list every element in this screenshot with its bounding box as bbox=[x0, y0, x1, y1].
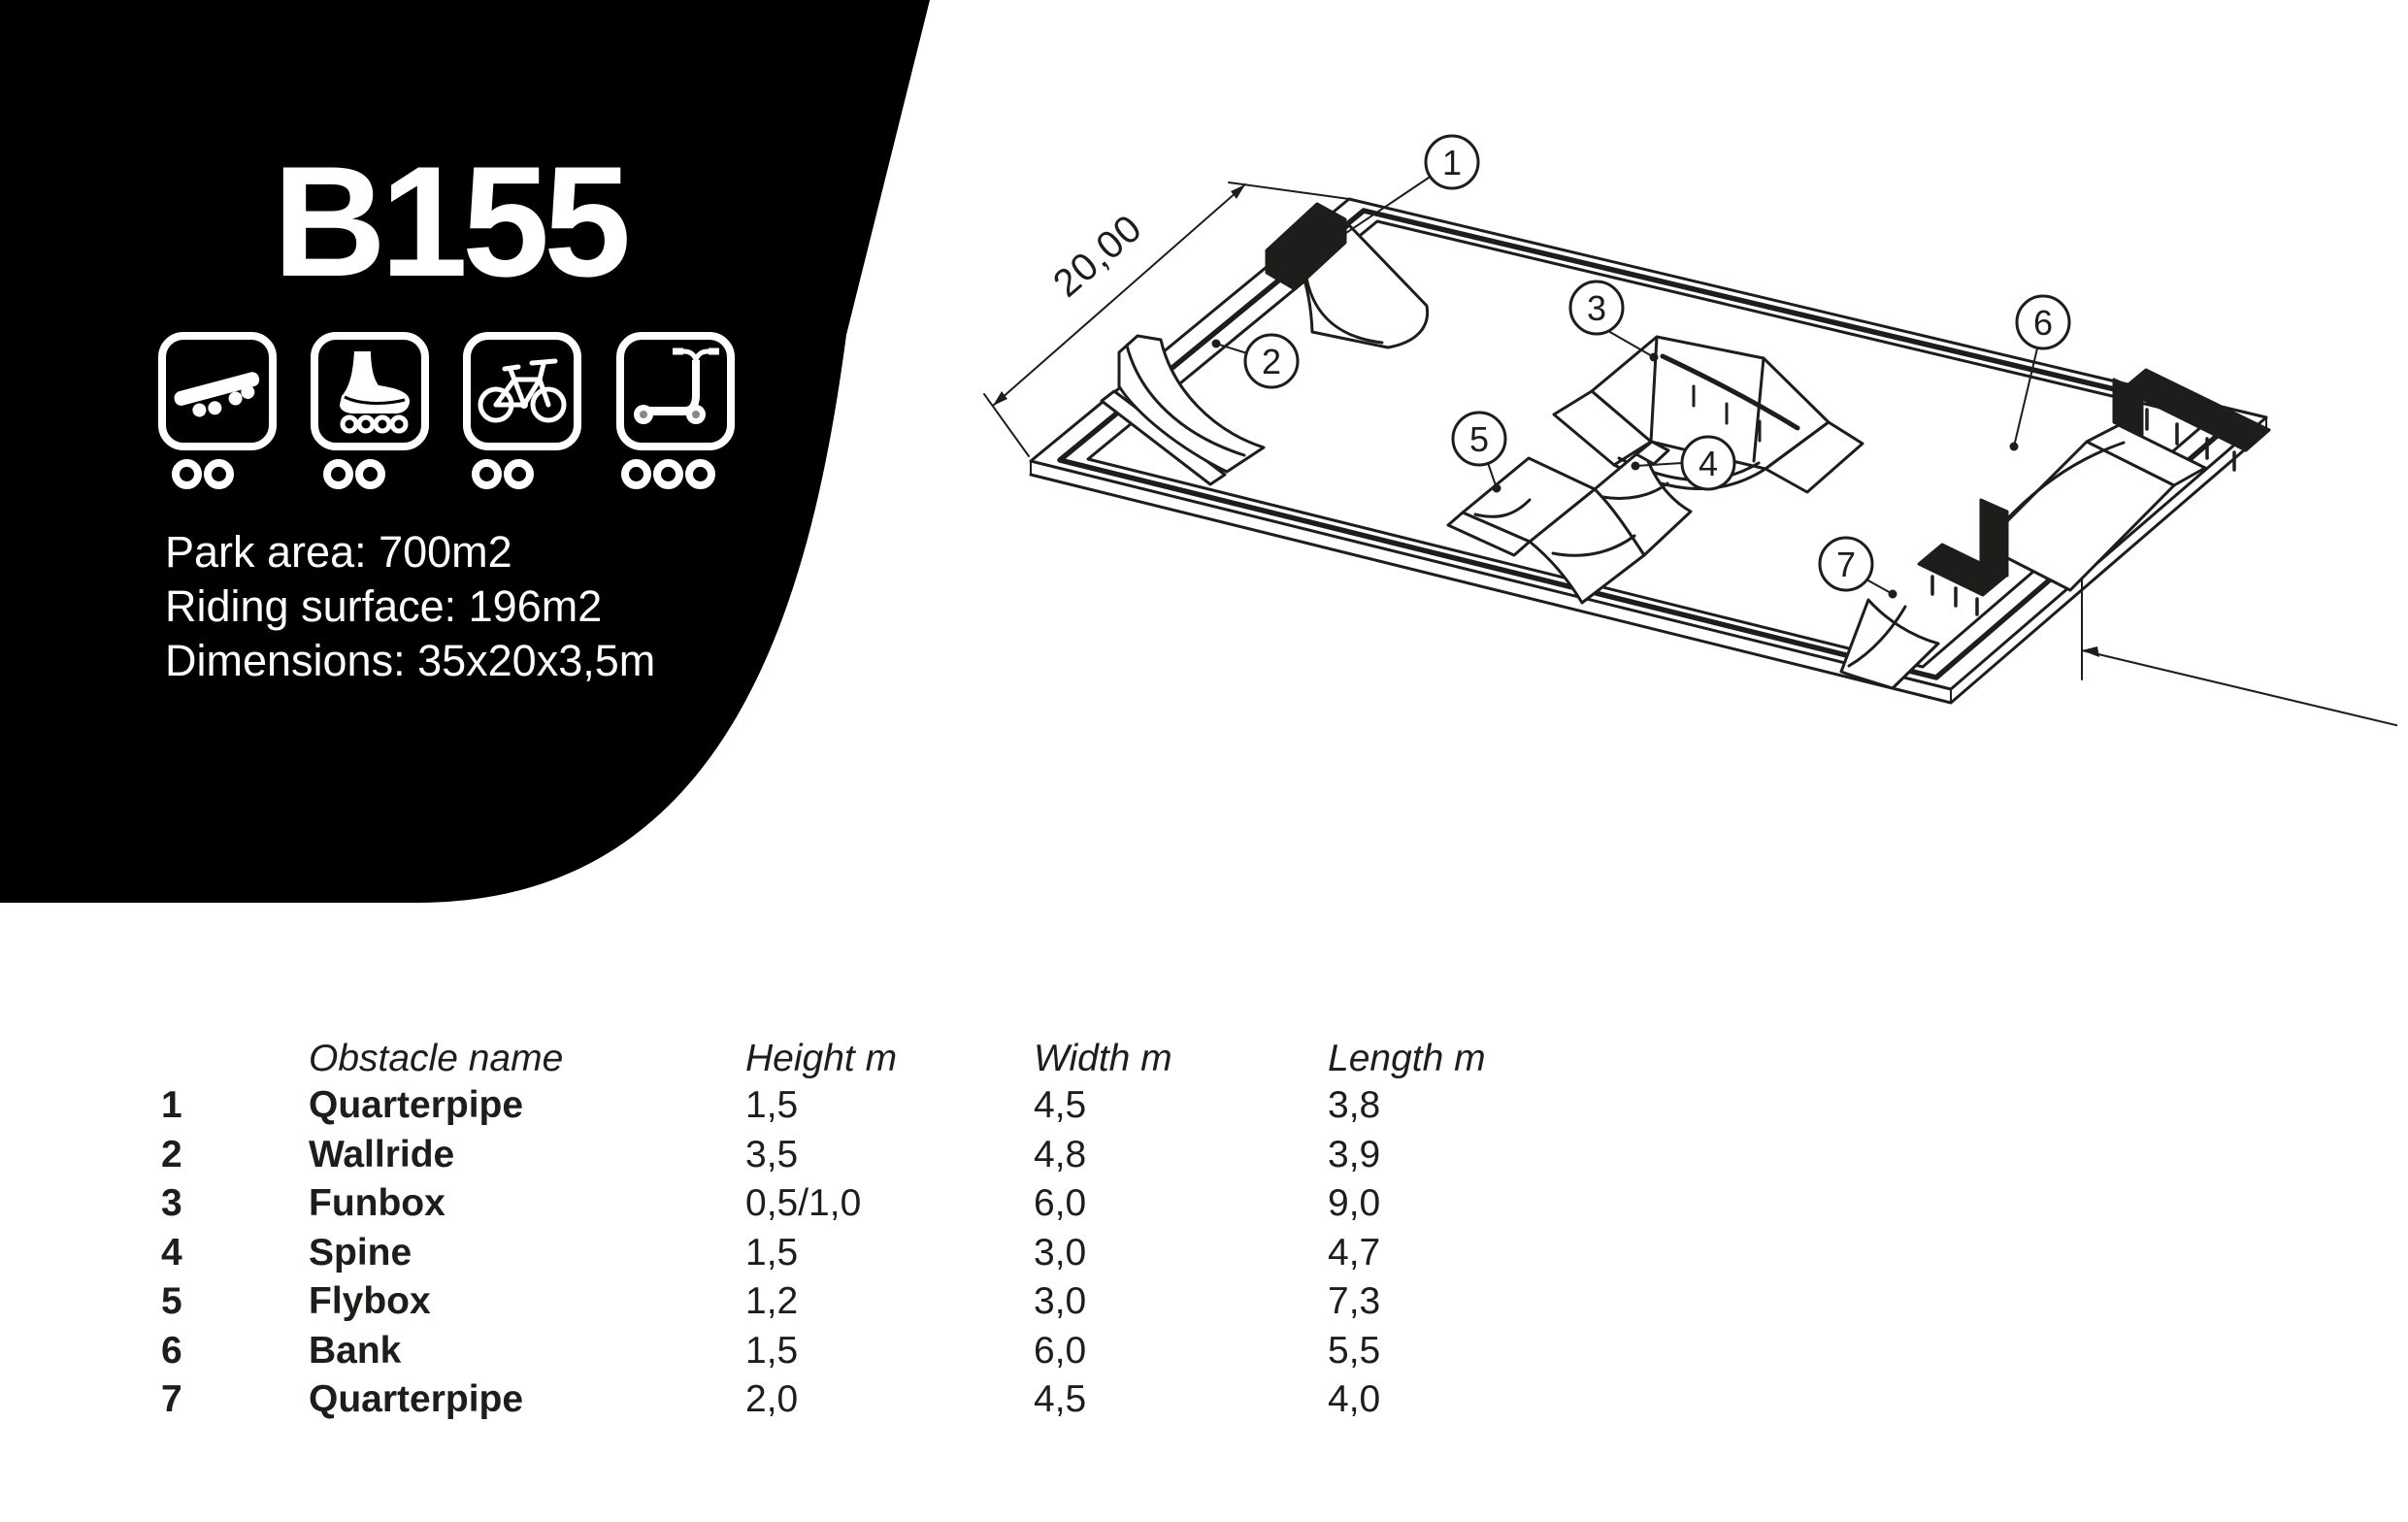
skateboard-icon bbox=[158, 332, 277, 450]
row-length: 4,0 bbox=[1328, 1378, 1381, 1420]
row-name: Quarterpipe bbox=[309, 1084, 524, 1126]
row-width: 4,5 bbox=[1034, 1378, 1087, 1420]
table-row: 2 Wallride 3,5 4,8 3,9 bbox=[161, 1131, 1675, 1180]
obstacle-table: Obstacle name Height m Width m Length m … bbox=[161, 1037, 1675, 1425]
wheel-dot bbox=[323, 459, 353, 489]
row-length: 4,7 bbox=[1328, 1231, 1381, 1274]
row-length: 5,5 bbox=[1328, 1329, 1381, 1372]
table-row: 5 Flybox 1,2 3,0 7,3 bbox=[161, 1277, 1675, 1327]
header-spacer bbox=[161, 1037, 309, 1081]
wheel-dot bbox=[504, 459, 534, 489]
park-area-text: Park area: 700m2 bbox=[165, 527, 512, 577]
park-specs: Park area: 700m2 Riding surface: 196m2 D… bbox=[165, 525, 655, 688]
svg-text:5: 5 bbox=[1469, 419, 1489, 459]
row-height: 1,2 bbox=[745, 1280, 799, 1322]
obstacle-wallride bbox=[1100, 334, 1266, 486]
svg-text:3: 3 bbox=[1587, 288, 1606, 328]
marker-1: 1 bbox=[1424, 134, 1480, 190]
inline-skates-icon bbox=[311, 332, 429, 450]
row-width: 4,5 bbox=[1034, 1084, 1087, 1126]
marker-3: 3 bbox=[1568, 280, 1625, 336]
row-name: Bank bbox=[309, 1329, 402, 1372]
row-num: 2 bbox=[161, 1133, 182, 1175]
scooter-wheel-dots bbox=[621, 459, 715, 489]
svg-text:2: 2 bbox=[1262, 342, 1281, 381]
svg-text:1: 1 bbox=[1442, 143, 1462, 182]
row-name: Spine bbox=[309, 1231, 412, 1274]
dimension-width bbox=[983, 182, 1350, 457]
dimension-length bbox=[2081, 538, 2397, 727]
row-width: 6,0 bbox=[1034, 1329, 1087, 1372]
skatepark-technical-drawing: 20,00 35,00 bbox=[983, 134, 2397, 727]
row-length: 3,8 bbox=[1328, 1084, 1381, 1126]
row-length: 3,9 bbox=[1328, 1133, 1381, 1175]
page-title: B155 bbox=[273, 134, 631, 310]
svg-text:6: 6 bbox=[2033, 303, 2053, 343]
wheel-dot bbox=[472, 459, 502, 489]
row-width: 6,0 bbox=[1034, 1182, 1087, 1224]
wheel-dot bbox=[653, 459, 683, 489]
marker-7: 7 bbox=[1818, 536, 1874, 592]
riding-surface-text: Riding surface: 196m2 bbox=[165, 581, 603, 631]
row-num: 6 bbox=[161, 1329, 182, 1372]
table-row: 7 Quarterpipe 2,0 4,5 4,0 bbox=[161, 1375, 1675, 1425]
marker-4: 4 bbox=[1680, 435, 1736, 491]
row-name: Funbox bbox=[309, 1182, 445, 1224]
row-height: 1,5 bbox=[745, 1329, 799, 1372]
scooter-icon bbox=[616, 332, 735, 450]
row-width: 3,0 bbox=[1034, 1280, 1087, 1322]
row-height: 1,5 bbox=[745, 1231, 799, 1274]
marker-5: 5 bbox=[1451, 411, 1507, 467]
obstacle-flybox bbox=[1446, 456, 1597, 557]
header-height: Height m bbox=[745, 1038, 898, 1079]
marker-2: 2 bbox=[1243, 333, 1300, 389]
row-height: 1,5 bbox=[745, 1084, 799, 1126]
obstacle-bank bbox=[1981, 368, 2271, 592]
obstacle-spine bbox=[1528, 440, 1693, 605]
skateboard-wheel-dots bbox=[172, 459, 234, 489]
header-width: Width m bbox=[1034, 1038, 1172, 1079]
row-height: 2,0 bbox=[745, 1378, 799, 1420]
row-name: Wallride bbox=[309, 1133, 455, 1175]
obstacle-quarterpipe-7 bbox=[1839, 498, 2009, 690]
row-length: 7,3 bbox=[1328, 1280, 1381, 1322]
table-row: 6 Bank 1,5 6,0 5,5 bbox=[161, 1327, 1675, 1376]
wheel-dot bbox=[204, 459, 234, 489]
marker-6: 6 bbox=[2015, 294, 2071, 350]
table-row: 4 Spine 1,5 3,0 4,7 bbox=[161, 1229, 1675, 1278]
row-width: 3,0 bbox=[1034, 1231, 1087, 1274]
dimension-width-label: 20,00 bbox=[1045, 207, 1150, 306]
table-row: 1 Quarterpipe 1,5 4,5 3,8 bbox=[161, 1081, 1675, 1131]
row-width: 4,8 bbox=[1034, 1133, 1087, 1175]
row-num: 1 bbox=[161, 1084, 182, 1126]
row-num: 7 bbox=[161, 1378, 182, 1420]
header-length: Length m bbox=[1328, 1038, 1486, 1079]
svg-text:4: 4 bbox=[1699, 444, 1718, 483]
marker-leader-lines bbox=[1211, 175, 2038, 599]
wheel-dot bbox=[172, 459, 202, 489]
obstacle-quarterpipe-1 bbox=[1265, 202, 1430, 349]
row-name: Flybox bbox=[309, 1280, 431, 1322]
svg-text:7: 7 bbox=[1836, 545, 1856, 584]
row-num: 5 bbox=[161, 1280, 182, 1322]
wheel-dot bbox=[355, 459, 385, 489]
inline-skates-wheel-dots bbox=[323, 459, 385, 489]
obstacle-markers: 1 2 3 4 5 6 7 bbox=[1243, 134, 2071, 592]
row-height: 0,5/1,0 bbox=[745, 1182, 862, 1224]
row-height: 3,5 bbox=[745, 1133, 799, 1175]
row-name: Quarterpipe bbox=[309, 1378, 524, 1420]
wheel-dot bbox=[685, 459, 715, 489]
row-num: 4 bbox=[161, 1231, 182, 1274]
table-header-row: Obstacle name Height m Width m Length m bbox=[161, 1037, 1675, 1081]
bmx-wheel-dots bbox=[472, 459, 534, 489]
wheel-dot bbox=[621, 459, 651, 489]
dimensions-text: Dimensions: 35x20x3,5m bbox=[165, 636, 656, 685]
table-row: 3 Funbox 0,5/1,0 6,0 9,0 bbox=[161, 1179, 1675, 1229]
header-obstacle-name: Obstacle name bbox=[309, 1038, 564, 1079]
row-num: 3 bbox=[161, 1182, 182, 1224]
bmx-bike-icon bbox=[463, 332, 581, 450]
row-length: 9,0 bbox=[1328, 1182, 1381, 1224]
black-panel-shape bbox=[0, 0, 930, 903]
